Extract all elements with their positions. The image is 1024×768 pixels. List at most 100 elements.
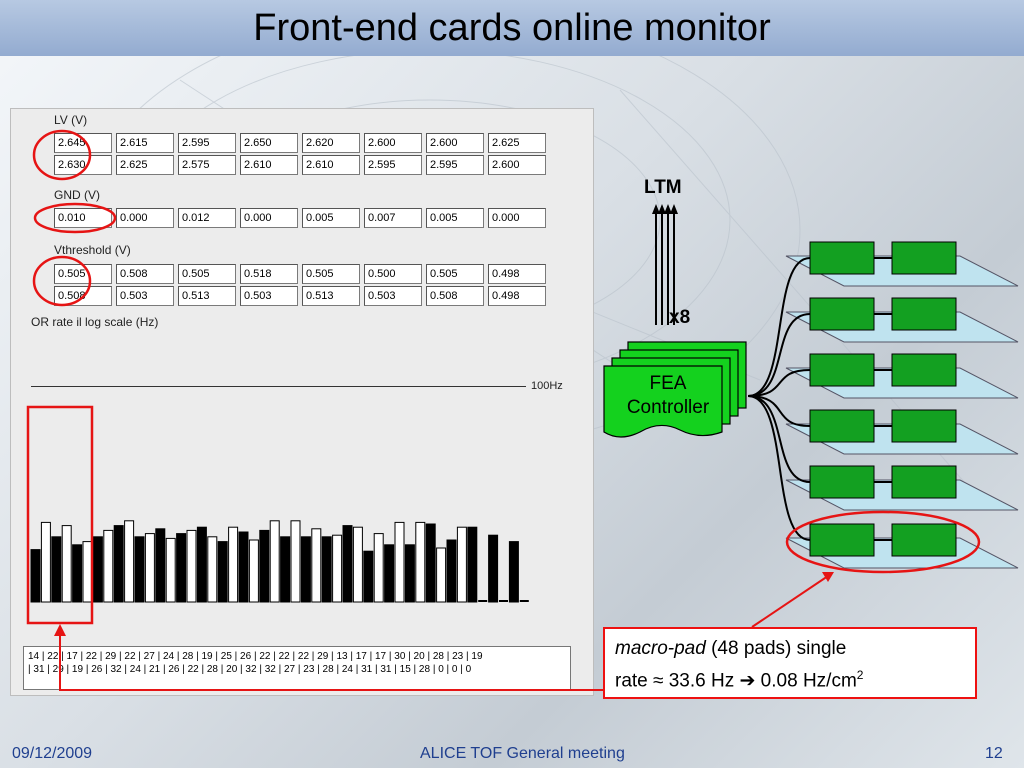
gnd-cell[interactable]: 0.000 [488,208,546,228]
scale-label: 100Hz [531,380,563,392]
note-text-2: rate ≈ 33.6 Hz ➔ 0.08 Hz/cm [615,670,857,692]
vth-cell[interactable]: 0.508 [116,264,174,284]
title-bar: Front-end cards online monitor [0,0,1024,56]
rate-bar [342,525,353,603]
rate-bar [82,541,93,603]
rates-line-1: 14 | 22 | 17 | 22 | 29 | 22 | 27 | 24 | … [28,651,483,662]
rate-bar [103,529,114,603]
rate-bar [415,521,426,603]
lv-cell[interactable]: 2.595 [178,133,236,153]
note-superscript: 2 [856,668,864,682]
lv-cell[interactable]: 2.615 [116,133,174,153]
lv-label: LV (V) [54,113,88,127]
vth-row-1: 0.505 0.508 0.505 0.518 0.505 0.500 0.50… [54,264,550,284]
rate-bar [436,547,447,603]
rate-bar [196,526,207,603]
lv-cell[interactable]: 2.600 [426,133,484,153]
rate-bar [488,534,499,603]
rate-bar [352,526,363,603]
rate-bar [124,520,135,603]
gnd-cell[interactable]: 0.000 [116,208,174,228]
rate-bar [290,520,301,603]
lv-cell[interactable]: 2.595 [426,155,484,175]
rate-bar [394,521,405,603]
lv-cell[interactable]: 2.610 [240,155,298,175]
gnd-cell[interactable]: 0.005 [302,208,360,228]
rate-label: OR rate il log scale (Hz) [31,315,159,329]
scale-line [31,386,526,387]
rate-bar [269,520,280,603]
vth-cell[interactable]: 0.513 [178,286,236,306]
rate-bar [332,534,343,603]
lv-cell[interactable]: 2.625 [116,155,174,175]
vth-cell[interactable]: 0.498 [488,264,546,284]
rate-bar [311,528,322,603]
gnd-cell[interactable]: 0.005 [426,208,484,228]
lv-cell[interactable]: 2.595 [364,155,422,175]
ltm-label: LTM [644,177,682,198]
lv-cell[interactable]: 2.620 [302,133,360,153]
rate-bar [373,533,384,603]
rate-bar [456,526,467,603]
vth-cell[interactable]: 0.518 [240,264,298,284]
rate-bar [248,539,259,603]
rate-bar [238,531,249,603]
vth-cell[interactable]: 0.503 [364,286,422,306]
lv-cell[interactable]: 2.600 [488,155,546,175]
rate-bar [51,536,62,603]
rate-bar [321,536,332,603]
gnd-cell[interactable]: 0.007 [364,208,422,228]
vth-cell[interactable]: 0.500 [364,264,422,284]
note-italic: macro-pad [615,638,706,659]
rate-bar [61,525,72,603]
note-text-1: (48 pads) single [705,638,847,659]
fea-label-line1: FEA [649,373,687,394]
lv-cell[interactable]: 2.625 [488,133,546,153]
fea-label-line2: Controller [626,397,710,418]
lv-cell[interactable]: 2.600 [364,133,422,153]
rate-bar [384,544,395,603]
rate-bar [207,536,218,603]
vth-cell[interactable]: 0.503 [240,286,298,306]
vth-cell[interactable]: 0.505 [302,264,360,284]
rate-bar [508,541,519,603]
vth-cell[interactable]: 0.505 [178,264,236,284]
rate-bar-chart [30,520,529,603]
rate-bar [363,550,374,603]
slide-title: Front-end cards online monitor [253,7,771,49]
gnd-label: GND (V) [54,188,100,202]
monitor-panel: LV (V) 2.645 2.615 2.595 2.650 2.620 2.6… [10,108,594,696]
fea-controller-label: FEA Controller [610,372,726,420]
page-number: 12 [985,745,1003,762]
multiplicity-label: x8 [669,307,691,328]
gnd-cell[interactable]: 0.000 [240,208,298,228]
rate-bar [155,528,166,603]
rate-bar [404,544,415,603]
rate-bar [113,525,124,603]
rates-line-2: | 31 | 29 | 19 | 26 | 32 | 24 | 21 | 26 … [28,664,472,675]
gnd-row: 0.010 0.000 0.012 0.000 0.005 0.007 0.00… [54,208,550,228]
rate-bar [186,529,197,603]
rate-bar [72,544,83,603]
vth-cell[interactable]: 0.508 [426,286,484,306]
rate-bar [259,529,270,603]
rate-bar [425,523,436,603]
rate-bar [176,533,187,603]
lv-cell[interactable]: 2.575 [178,155,236,175]
macro-pad-note: macro-pad (48 pads) single rate ≈ 33.6 H… [603,627,977,699]
vth-label: Vthreshold (V) [54,243,131,257]
rate-bar [467,526,478,603]
vth-cell[interactable]: 0.498 [488,286,546,306]
rate-bar [134,536,145,603]
rate-bar [228,526,239,603]
gnd-cell[interactable]: 0.012 [178,208,236,228]
lv-cell[interactable]: 2.650 [240,133,298,153]
rates-readout: 14 | 22 | 17 | 22 | 29 | 22 | 27 | 24 | … [23,646,571,690]
vth-cell[interactable]: 0.513 [302,286,360,306]
rate-bar [217,541,228,603]
rate-bar [280,536,291,603]
lv-cell[interactable]: 2.610 [302,155,360,175]
vth-cell[interactable]: 0.505 [426,264,484,284]
rate-bar [144,533,155,603]
vth-cell[interactable]: 0.503 [116,286,174,306]
